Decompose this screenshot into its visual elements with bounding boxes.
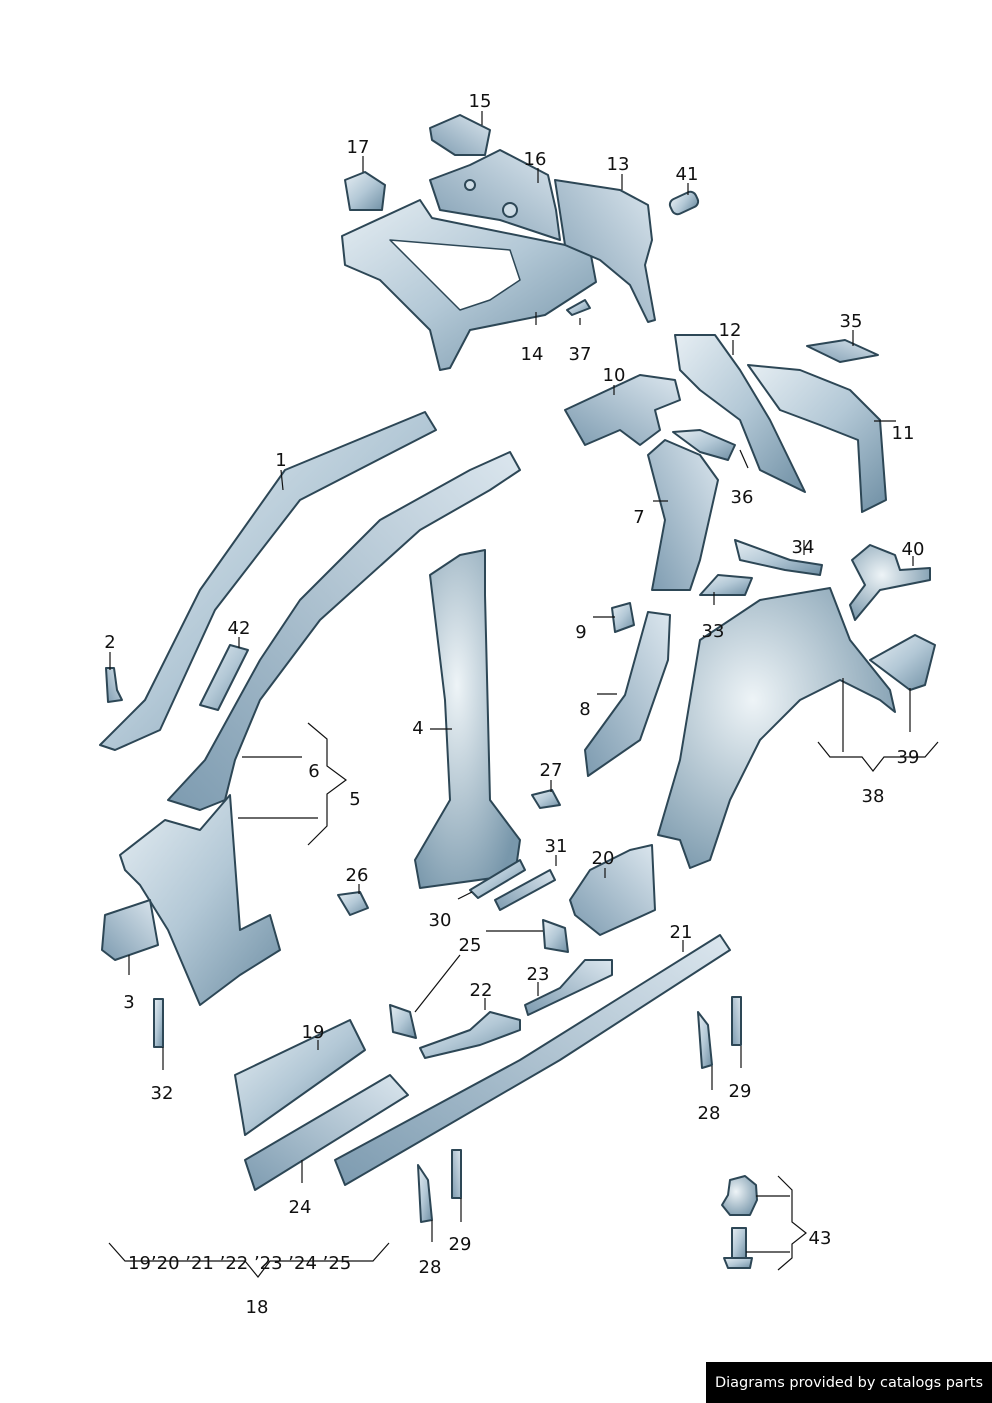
part-32-strip	[153, 998, 164, 1048]
part-10-member	[564, 374, 681, 446]
part-label-13[interactable]: 13	[606, 154, 630, 175]
part-17-bracket	[344, 171, 386, 211]
part-27-clip	[531, 789, 561, 809]
part-36-bracket	[672, 429, 736, 461]
part-13-panel	[554, 179, 656, 323]
part-label-28-right[interactable]: 28	[697, 1103, 721, 1124]
part-label-3[interactable]: 3	[123, 992, 135, 1013]
part-label-21[interactable]: 21	[669, 922, 693, 943]
part-28-bracket-a	[697, 1011, 713, 1069]
part-label-2[interactable]: 2	[104, 632, 116, 653]
part-label-38[interactable]: 38	[861, 786, 885, 807]
part-29-strip-b	[451, 1149, 462, 1199]
part-31-strip	[494, 869, 556, 911]
part-label-20[interactable]: 20	[591, 848, 615, 869]
part-label-1[interactable]: 1	[275, 450, 287, 471]
part-16-panel	[429, 149, 561, 241]
part-5-a-pillar-lower	[119, 794, 281, 1006]
part-label-15[interactable]: 15	[468, 91, 492, 112]
part-label-36[interactable]: 36	[730, 487, 754, 508]
part-label-43[interactable]: 43	[808, 1228, 832, 1249]
part-1-a-pillar-upper	[99, 411, 437, 751]
part-label-16[interactable]: 16	[523, 149, 547, 170]
part-label-5[interactable]: 5	[349, 789, 361, 810]
part-42-tube	[199, 644, 249, 711]
part-8-pillar	[584, 611, 671, 777]
part-label-29-right[interactable]: 29	[728, 1081, 752, 1102]
part-29-strip-a	[731, 996, 742, 1046]
part-label-30[interactable]: 30	[428, 910, 452, 931]
part-9-plate	[611, 602, 635, 633]
part-label-23[interactable]: 23	[526, 964, 550, 985]
part-4-b-pillar	[414, 549, 521, 889]
part-37-clip	[566, 299, 591, 316]
part-label-6[interactable]: 6	[308, 761, 320, 782]
part-12-panel	[674, 334, 806, 493]
part-label-34[interactable]: 34	[791, 537, 815, 558]
part-label-17[interactable]: 17	[346, 137, 370, 158]
part-15-bracket	[429, 114, 491, 156]
part-label-8[interactable]: 8	[579, 699, 591, 720]
part-28-bracket-b	[417, 1164, 433, 1223]
part-label-28-left[interactable]: 28	[418, 1257, 442, 1278]
part-label-35[interactable]: 35	[839, 311, 863, 332]
part-7-pillar	[647, 439, 719, 591]
part-label-19[interactable]: 19	[301, 1022, 325, 1043]
part-40-cap	[849, 544, 931, 621]
part-label-29-left[interactable]: 29	[448, 1234, 472, 1255]
part-label-27[interactable]: 27	[539, 760, 563, 781]
part-label-41[interactable]: 41	[675, 164, 699, 185]
part-43-nut	[721, 1175, 758, 1216]
part-label-7[interactable]: 7	[633, 507, 645, 528]
part-35-bracket	[806, 339, 879, 363]
part-41-plug	[668, 190, 700, 216]
part-label-4[interactable]: 4	[412, 718, 424, 739]
part-label-26[interactable]: 26	[345, 865, 369, 886]
part-19-panel	[234, 1019, 366, 1136]
part-label-33[interactable]: 33	[701, 621, 725, 642]
part-11-panel	[747, 364, 887, 513]
part-22-bracket	[419, 1011, 521, 1059]
part-label-14[interactable]: 14	[520, 344, 544, 365]
part-label-39[interactable]: 39	[896, 747, 920, 768]
part-34-strip	[734, 539, 823, 576]
part-38-wheel-housing	[657, 587, 896, 869]
part-label-24[interactable]: 24	[288, 1197, 312, 1218]
part-label-9[interactable]: 9	[575, 622, 587, 643]
assembly-18-members: 19’20 ’21 ’22 ’23 ’24 ’25	[128, 1253, 352, 1274]
part-23-bracket	[524, 959, 613, 1016]
part-26-clip	[337, 891, 369, 916]
part-39-bracket	[869, 634, 936, 691]
part-label-32[interactable]: 32	[150, 1083, 174, 1104]
part-label-25[interactable]: 25	[458, 935, 482, 956]
part-label-11[interactable]: 11	[891, 423, 915, 444]
part-25-plate-upper	[542, 919, 569, 953]
part-label-10[interactable]: 10	[602, 365, 626, 386]
part-21-sill	[334, 934, 731, 1186]
part-label-42[interactable]: 42	[227, 618, 251, 639]
part-30-strip	[469, 859, 526, 899]
part-label-40[interactable]: 40	[901, 539, 925, 560]
part-label-37[interactable]: 37	[568, 344, 592, 365]
footer-credit: Diagrams provided by catalogs parts	[706, 1362, 992, 1403]
part-20-panel	[569, 844, 656, 936]
part-33-bracket	[699, 574, 753, 596]
part-label-18[interactable]: 18	[245, 1297, 269, 1318]
part-2-bracket	[105, 667, 123, 703]
part-24-strip	[244, 1074, 409, 1191]
part-6-a-pillar	[167, 451, 521, 811]
footer-credit-text: Diagrams provided by catalogs parts	[714, 1374, 984, 1391]
part-43-bolt	[731, 1227, 747, 1259]
part-label-31[interactable]: 31	[544, 836, 568, 857]
part-label-12[interactable]: 12	[718, 320, 742, 341]
part-label-22[interactable]: 22	[469, 980, 493, 1001]
part-25-plate-lower	[389, 1004, 417, 1039]
part-3-bracket	[101, 899, 159, 961]
